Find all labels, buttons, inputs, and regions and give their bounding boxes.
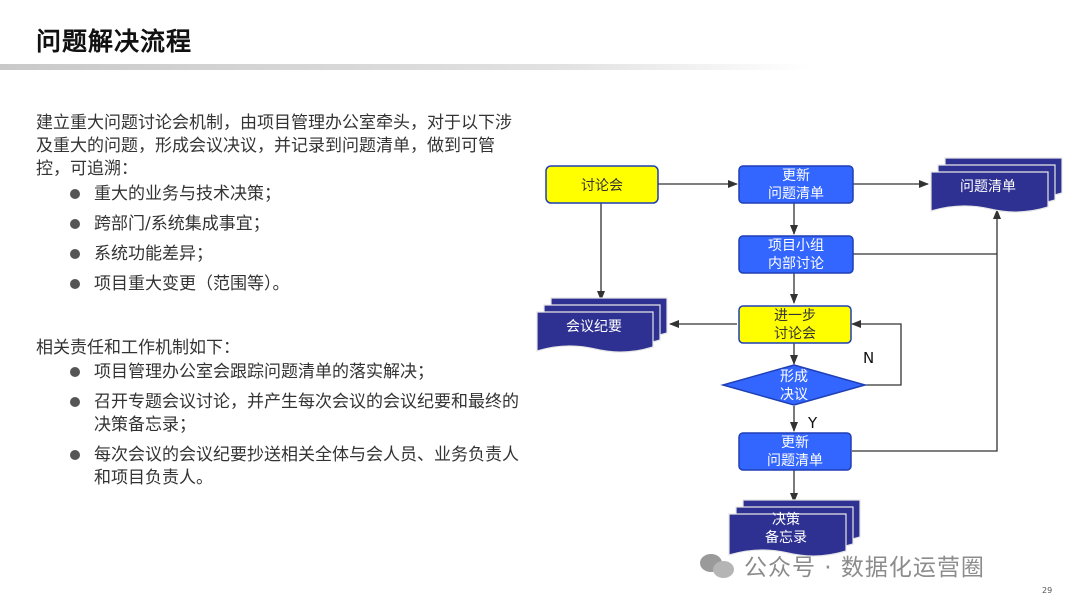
bullet-dot [70, 450, 80, 460]
node-label-line: 更新 [781, 435, 809, 451]
node-label-line: 问题清单 [768, 186, 824, 202]
arrow-decision-no-loop [851, 320, 902, 386]
node-update-issues-2: 更新 问题清单 [738, 432, 852, 471]
watermark: 公众号 · 数据化运营圈 [698, 548, 985, 582]
node-label-line: 讨论会 [774, 326, 816, 342]
topic-list: 重大的业务与技术决策； 跨部门/系统集成事宜； 系统功能差异； 项目重大变更（范… [66, 183, 290, 303]
page-number: 29 [1042, 586, 1053, 595]
node-label-line: 内部讨论 [768, 256, 824, 272]
bullet-dot [70, 219, 80, 229]
list-item: 跨部门/系统集成事宜； [66, 213, 290, 236]
list-item: 召开专题会议讨论，并产生每次会议的会议纪要和最终的决策备忘录； [66, 391, 524, 437]
node-update-issues: 更新 问题清单 [738, 165, 854, 204]
mechanism-list: 项目管理办公室会跟踪问题清单的落实解决； 召开专题会议讨论，并产生每次会议的会议… [66, 361, 524, 497]
node-label-line: 决策 [772, 511, 800, 528]
title-divider [0, 64, 810, 70]
flow-connectors [597, 180, 1001, 503]
node-meeting: 讨论会 [545, 165, 659, 204]
doc-decision-memo: 决策 备忘录 [728, 499, 861, 557]
bullet-dot [70, 397, 80, 407]
node-decision: 形成 决议 [720, 364, 868, 406]
wechat-icon [698, 550, 736, 580]
list-item: 系统功能差异； [66, 243, 290, 266]
watermark-text: 公众号 · 数据化运营圈 [744, 555, 985, 581]
node-label-line: 备忘录 [765, 529, 807, 546]
arrow-update2-to-issuelist [852, 209, 1001, 452]
list-item: 项目管理办公室会跟踪问题清单的落实解决； [66, 361, 524, 384]
bullet-dot [70, 279, 80, 289]
intro-paragraph: 建立重大问题讨论会机制，由项目管理办公室牵头，对于以下涉及重大的问题，形成会议决… [36, 113, 512, 179]
bullet-dot [70, 189, 80, 199]
doc-issue-list-label: 问题清单 [960, 179, 1016, 195]
label-yes: Y [807, 414, 818, 432]
list-item: 项目重大变更（范围等）。 [66, 273, 290, 296]
node-label-line: 进一步 [774, 308, 816, 324]
node-label-line: 决议 [780, 387, 808, 403]
node-label-line: 问题清单 [767, 453, 823, 469]
page-title: 问题解决流程 [36, 27, 193, 56]
node-team-discussion: 项目小组 内部讨论 [738, 235, 854, 274]
doc-issue-list: 问题清单 [930, 157, 1063, 213]
doc-minutes-label: 会议纪要 [566, 319, 622, 335]
bullet-dot [70, 367, 80, 377]
node-meeting-label: 讨论会 [581, 178, 623, 194]
node-label-line: 项目小组 [768, 238, 824, 254]
bullet-dot [70, 249, 80, 259]
node-label-line: 形成 [780, 369, 808, 385]
list-item: 每次会议的会议纪要抄送相关全体与会人员、业务负责人和项目负责人。 [66, 444, 524, 490]
list-item: 重大的业务与技术决策； [66, 183, 290, 206]
doc-meeting-minutes: 会议纪要 [536, 297, 668, 353]
mechanism-heading: 相关责任和工作机制如下： [36, 338, 240, 358]
node-further-discussion: 进一步 讨论会 [738, 305, 852, 344]
node-label-line: 更新 [782, 168, 810, 184]
label-no: N [863, 349, 874, 367]
